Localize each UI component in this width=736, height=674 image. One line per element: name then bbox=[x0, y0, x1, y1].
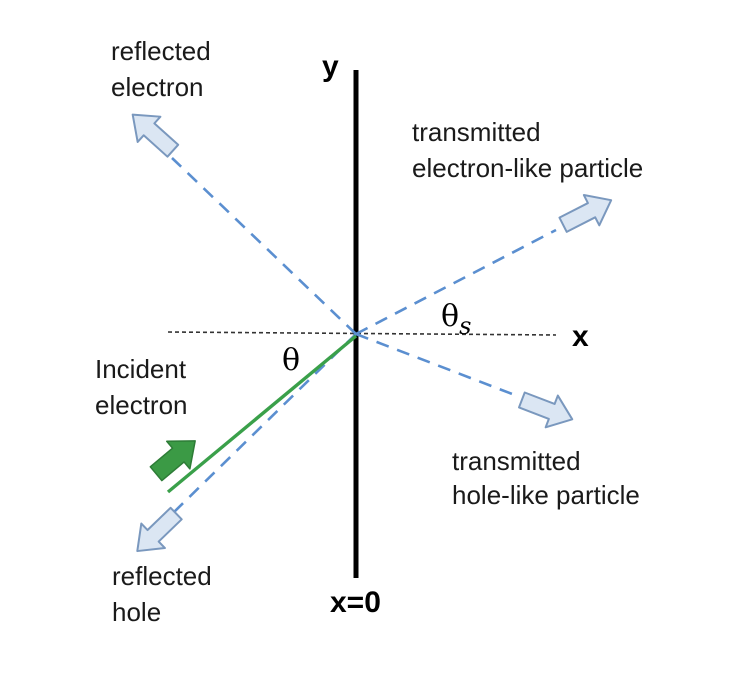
transmitted-angle-subscript: s bbox=[459, 312, 471, 340]
transmitted-electron-line2: electron-like particle bbox=[412, 153, 643, 183]
incident-angle-label: θ bbox=[282, 343, 300, 378]
transmitted-electron-arrow bbox=[558, 194, 613, 233]
transmitted-angle-symbol: θ bbox=[441, 299, 459, 334]
transmitted-electron-path bbox=[355, 228, 557, 336]
x-axis-label: x bbox=[572, 320, 589, 353]
incident-electron-line1: Incident bbox=[95, 354, 187, 384]
y-axis-label: y bbox=[322, 50, 339, 83]
transmitted-hole-label: transmitted hole-like particle bbox=[452, 446, 640, 510]
incident-electron-arrow bbox=[149, 440, 196, 482]
transmitted-electron-line1: transmitted bbox=[412, 117, 541, 147]
reflected-electron-line1: reflected bbox=[111, 36, 211, 66]
reflected-hole-arrow bbox=[136, 506, 183, 553]
reflected-hole-label: reflected hole bbox=[112, 561, 219, 627]
reflected-electron-line2: electron bbox=[111, 72, 204, 102]
incident-electron-line2: electron bbox=[95, 390, 188, 420]
boundary-label: x=0 bbox=[330, 586, 381, 619]
transmitted-hole-path bbox=[355, 332, 521, 399]
x-axis-line bbox=[167, 331, 557, 336]
reflected-electron-path bbox=[171, 157, 357, 335]
reflected-hole-line1: reflected bbox=[112, 561, 212, 591]
transmitted-hole-line2: hole-like particle bbox=[452, 480, 640, 510]
reflected-hole-line2: hole bbox=[112, 597, 161, 627]
transmitted-electron-label: transmitted electron-like particle bbox=[412, 117, 643, 183]
transmitted-hole-line1: transmitted bbox=[452, 446, 581, 476]
reflected-electron-arrow bbox=[131, 113, 180, 158]
incident-electron-label: Incident electron bbox=[95, 354, 193, 420]
transmitted-hole-arrow bbox=[517, 391, 574, 429]
reflected-electron-label: reflected electron bbox=[111, 36, 218, 102]
incident-electron-path bbox=[166, 334, 358, 494]
transmitted-angle-label: θs bbox=[441, 299, 471, 340]
